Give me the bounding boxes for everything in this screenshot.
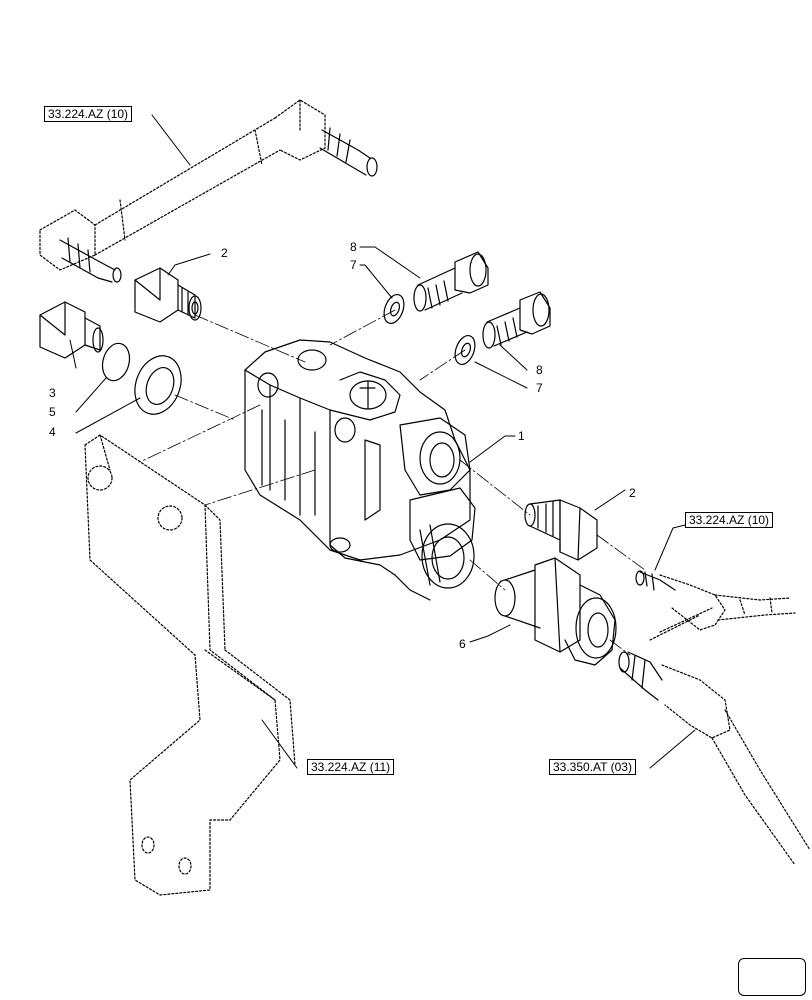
- ref-top-left-pipe[interactable]: 33.224.AZ (10): [44, 106, 133, 122]
- leader-lines: [69, 114, 696, 769]
- mounting-bracket: [84, 434, 296, 896]
- top-pipe-fittings: [59, 127, 378, 283]
- next-page-button[interactable]: [738, 958, 806, 996]
- alignment-centerlines: [139, 309, 646, 656]
- ref-bottom-right-pipe[interactable]: 33.350.AT (03): [549, 759, 636, 775]
- fitting-2-right: [524, 499, 598, 561]
- washer-7-right: [454, 334, 476, 366]
- ref-right-pipe[interactable]: 33.224.AZ (10): [685, 512, 774, 528]
- callout-5: 5: [49, 405, 56, 419]
- callout-2-top: 2: [221, 246, 228, 260]
- ref-mounting-bracket[interactable]: 33.224.AZ (11): [307, 759, 395, 775]
- washer-4: [134, 355, 182, 415]
- callout-2-right: 2: [629, 486, 636, 500]
- callout-6: 6: [459, 637, 466, 651]
- right-pipe-assembly: [635, 570, 796, 641]
- valve-body-1: [244, 339, 476, 601]
- callout-8-right: 8: [536, 363, 543, 377]
- top-pipe-assembly: [39, 99, 326, 271]
- callout-4: 4: [49, 425, 56, 439]
- washer-7-top: [383, 293, 405, 325]
- callout-8-top: 8: [350, 240, 357, 254]
- fitting-6: [494, 557, 617, 666]
- bottom-right-pipe-assembly: [618, 651, 811, 866]
- callout-3: 3: [49, 386, 56, 400]
- bolt-8-right: [482, 291, 551, 349]
- fitting-2-top: [134, 267, 202, 323]
- callout-7-right: 7: [536, 381, 543, 395]
- bolt-8-top: [413, 251, 489, 312]
- callout-1: 1: [518, 429, 525, 443]
- callout-7-top: 7: [350, 258, 357, 272]
- plug-3: [39, 301, 104, 359]
- o-ring-5: [101, 342, 131, 382]
